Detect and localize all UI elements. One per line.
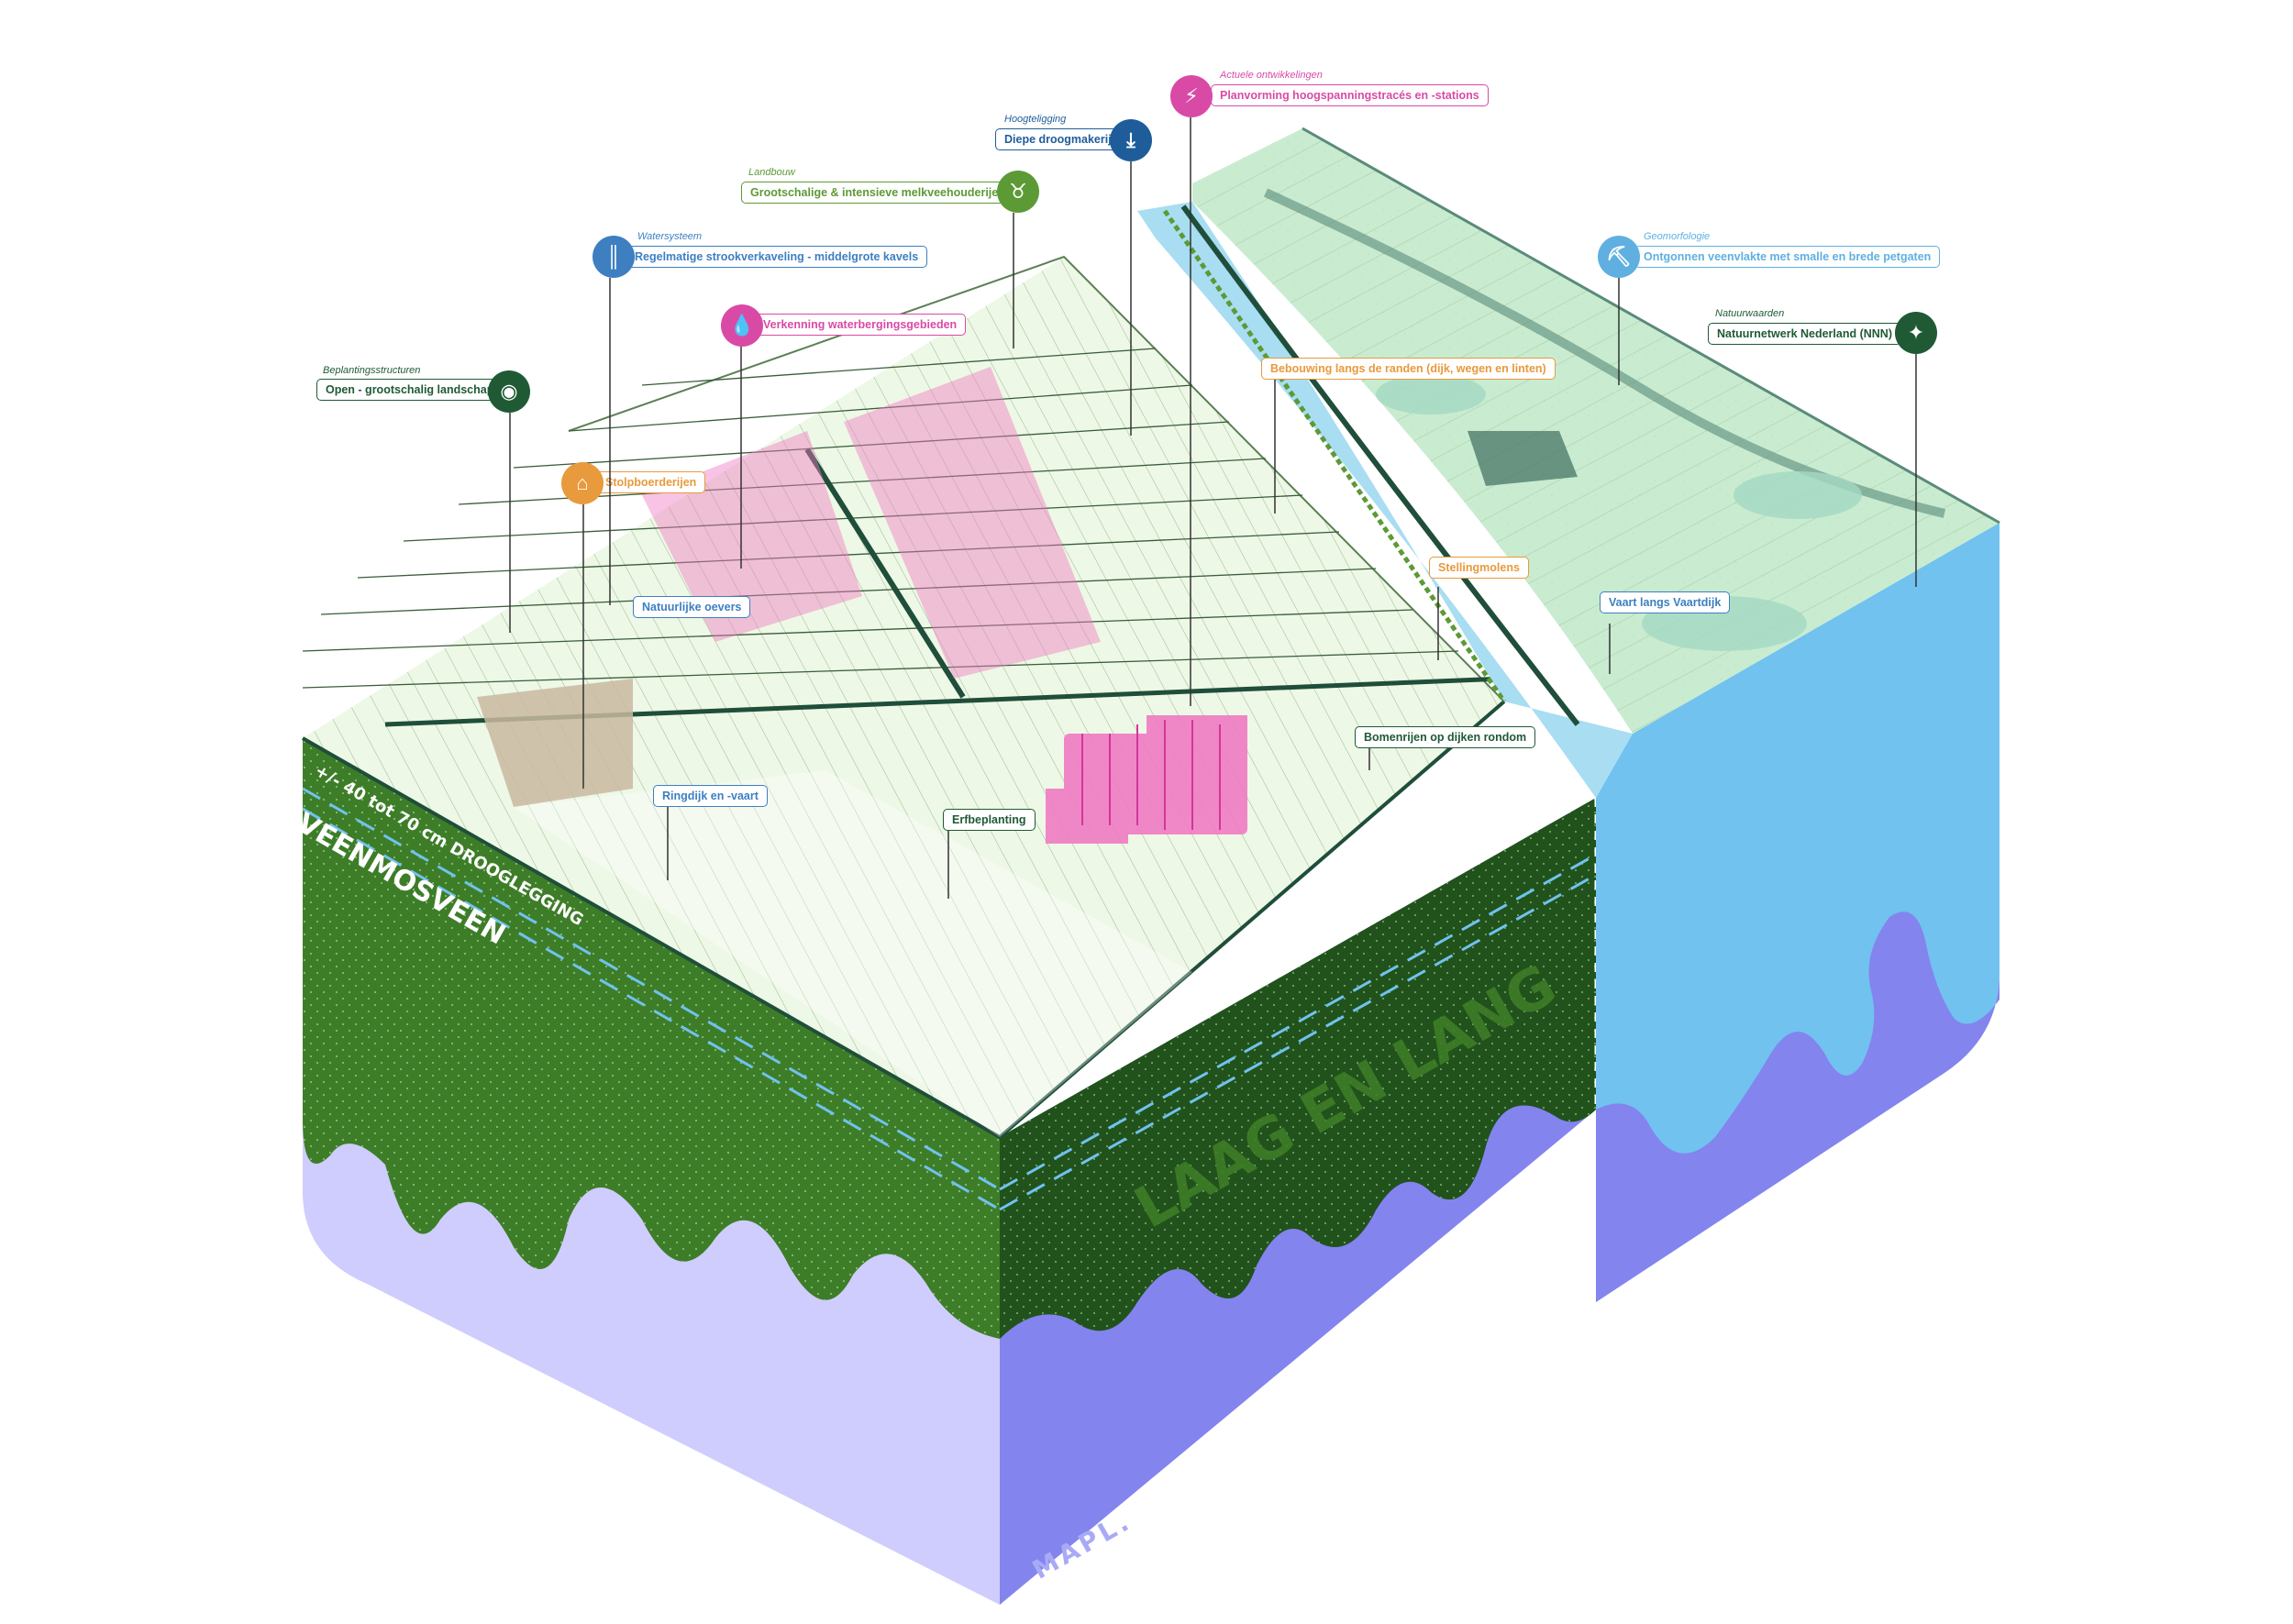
label-stolpboerderijen[interactable]: Stolpboerderijen (596, 471, 706, 493)
tag-stellingmolens[interactable]: Stellingmolens (1429, 557, 1529, 579)
strip-parcels-icon: ║ (593, 236, 635, 278)
leaf-star-icon: ✦ (1895, 312, 1937, 354)
label-veenvlakte[interactable]: Ontgonnen veenvlakte met smalle en brede… (1634, 246, 1941, 268)
label-waterberging[interactable]: Verkenning waterbergingsgebieden (754, 314, 967, 336)
category-label-natuurwaarden: Natuurwaarden (1715, 308, 1785, 319)
label-open-landschap[interactable]: Open - grootschalig landschap (316, 379, 504, 401)
label-nnn[interactable]: Natuurnetwerk Nederland (NNN) (1708, 323, 1901, 345)
water-drop-icon: 💧 (721, 304, 763, 347)
spade-icon: ⛏ (1598, 236, 1640, 278)
river (1137, 202, 1633, 798)
lightning-icon: ⚡ (1170, 75, 1213, 117)
tag-bomenrijen[interactable]: Bomenrijen op dijken rondom (1355, 726, 1536, 748)
label-hoogspanning[interactable]: Planvorming hoogspanningstracés en -stat… (1211, 84, 1489, 106)
polder-depth-icon: ⤓ (1110, 119, 1152, 161)
category-label-landbouw: Landbouw (748, 167, 795, 178)
tag-vaart[interactable]: Vaart langs Vaartdijk (1600, 591, 1731, 613)
category-label-geomorfologie: Geomorfologie (1644, 231, 1711, 242)
eye-icon: ◉ (488, 370, 530, 413)
tag-ringdijk[interactable]: Ringdijk en -vaart (653, 785, 768, 807)
label-strookverkaveling[interactable]: Regelmatige strookverkaveling - middelgr… (626, 246, 928, 268)
cow-icon: ♉ (997, 171, 1039, 213)
category-label-ontwikkelingen: Actuele ontwikkelingen (1220, 70, 1323, 81)
category-label-watersysteem: Watersysteem (637, 231, 703, 242)
label-droogmakerij[interactable]: Diepe droogmakerij (995, 128, 1121, 150)
farmhouse-icon: ⌂ (561, 462, 604, 504)
nature-area (1192, 127, 2000, 734)
tag-natuurlijke-oevers[interactable]: Natuurlijke oevers (633, 596, 751, 618)
tag-erfbeplanting[interactable]: Erfbeplanting (943, 809, 1036, 831)
right-soil-face (999, 798, 1598, 1605)
label-melkveehouderijen[interactable]: Grootschalige & intensieve melkveehouder… (741, 182, 1014, 204)
polder-top-surface (302, 255, 1506, 1140)
left-soil-face (302, 738, 1001, 1605)
category-label-beplanting: Beplantingsstructuren (323, 365, 421, 376)
category-label-hoogteligging: Hoogteligging (1004, 114, 1067, 125)
far-right-face (1596, 523, 1999, 1302)
tag-bebouwing[interactable]: Bebouwing langs de randen (dijk, wegen e… (1261, 358, 1556, 380)
